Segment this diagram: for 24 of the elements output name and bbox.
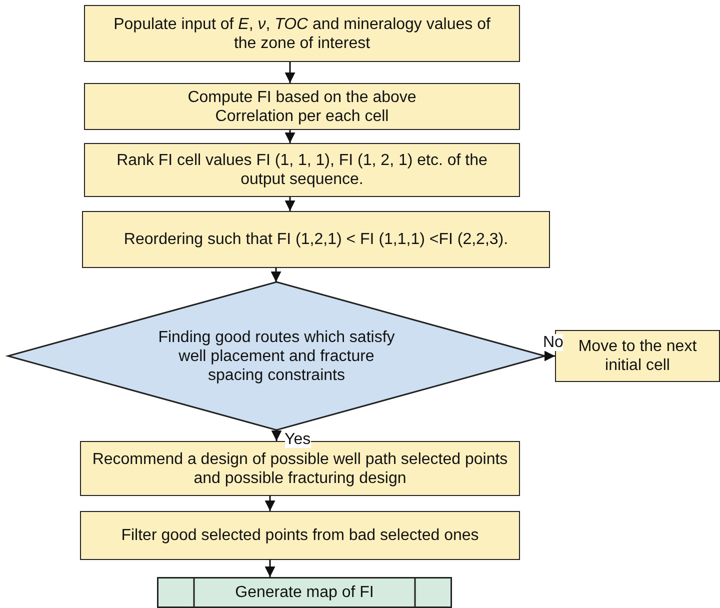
arrow: [284, 197, 296, 211]
step-text: Rank FI cell values FI (1, 1, 1), FI (1, 2, 1) etc. of the output sequence.: [116, 151, 488, 189]
process-box: [82, 211, 550, 268]
step-text: Reordering such that FI (1,2,1) < FI (1,1,1) <FI (2,2,3).: [124, 230, 508, 249]
edge-label: Yes: [284, 431, 311, 448]
arrow: [270, 268, 282, 282]
edge-label: No: [543, 334, 564, 351]
arrow: [544, 350, 555, 362]
step-text: Compute FI based on the above Correlation per each cell: [186, 88, 418, 126]
decision-text: Finding good routes which satisfy well placement and fracture spacing constraints: [158, 328, 396, 384]
process-box: [84, 83, 520, 130]
step-text: Recommend a design of possible well path selected points and possible fracturing design: [91, 450, 509, 488]
process-box: [84, 143, 520, 197]
step-text: Move to the next initial cell: [577, 337, 698, 375]
step-text: Filter good selected points from bad selected ones: [121, 526, 479, 545]
arrow: [271, 430, 282, 441]
process-box: [80, 511, 520, 560]
arrow: [284, 130, 296, 143]
arrow: [284, 62, 296, 83]
step-text: Populate input of E, ν, TOC and mineralogy values of the zone of interest: [112, 14, 492, 52]
process-box: [84, 5, 520, 62]
arrow: [264, 560, 276, 577]
arrow: [264, 496, 276, 511]
step-text: Generate map of FI: [235, 583, 374, 602]
